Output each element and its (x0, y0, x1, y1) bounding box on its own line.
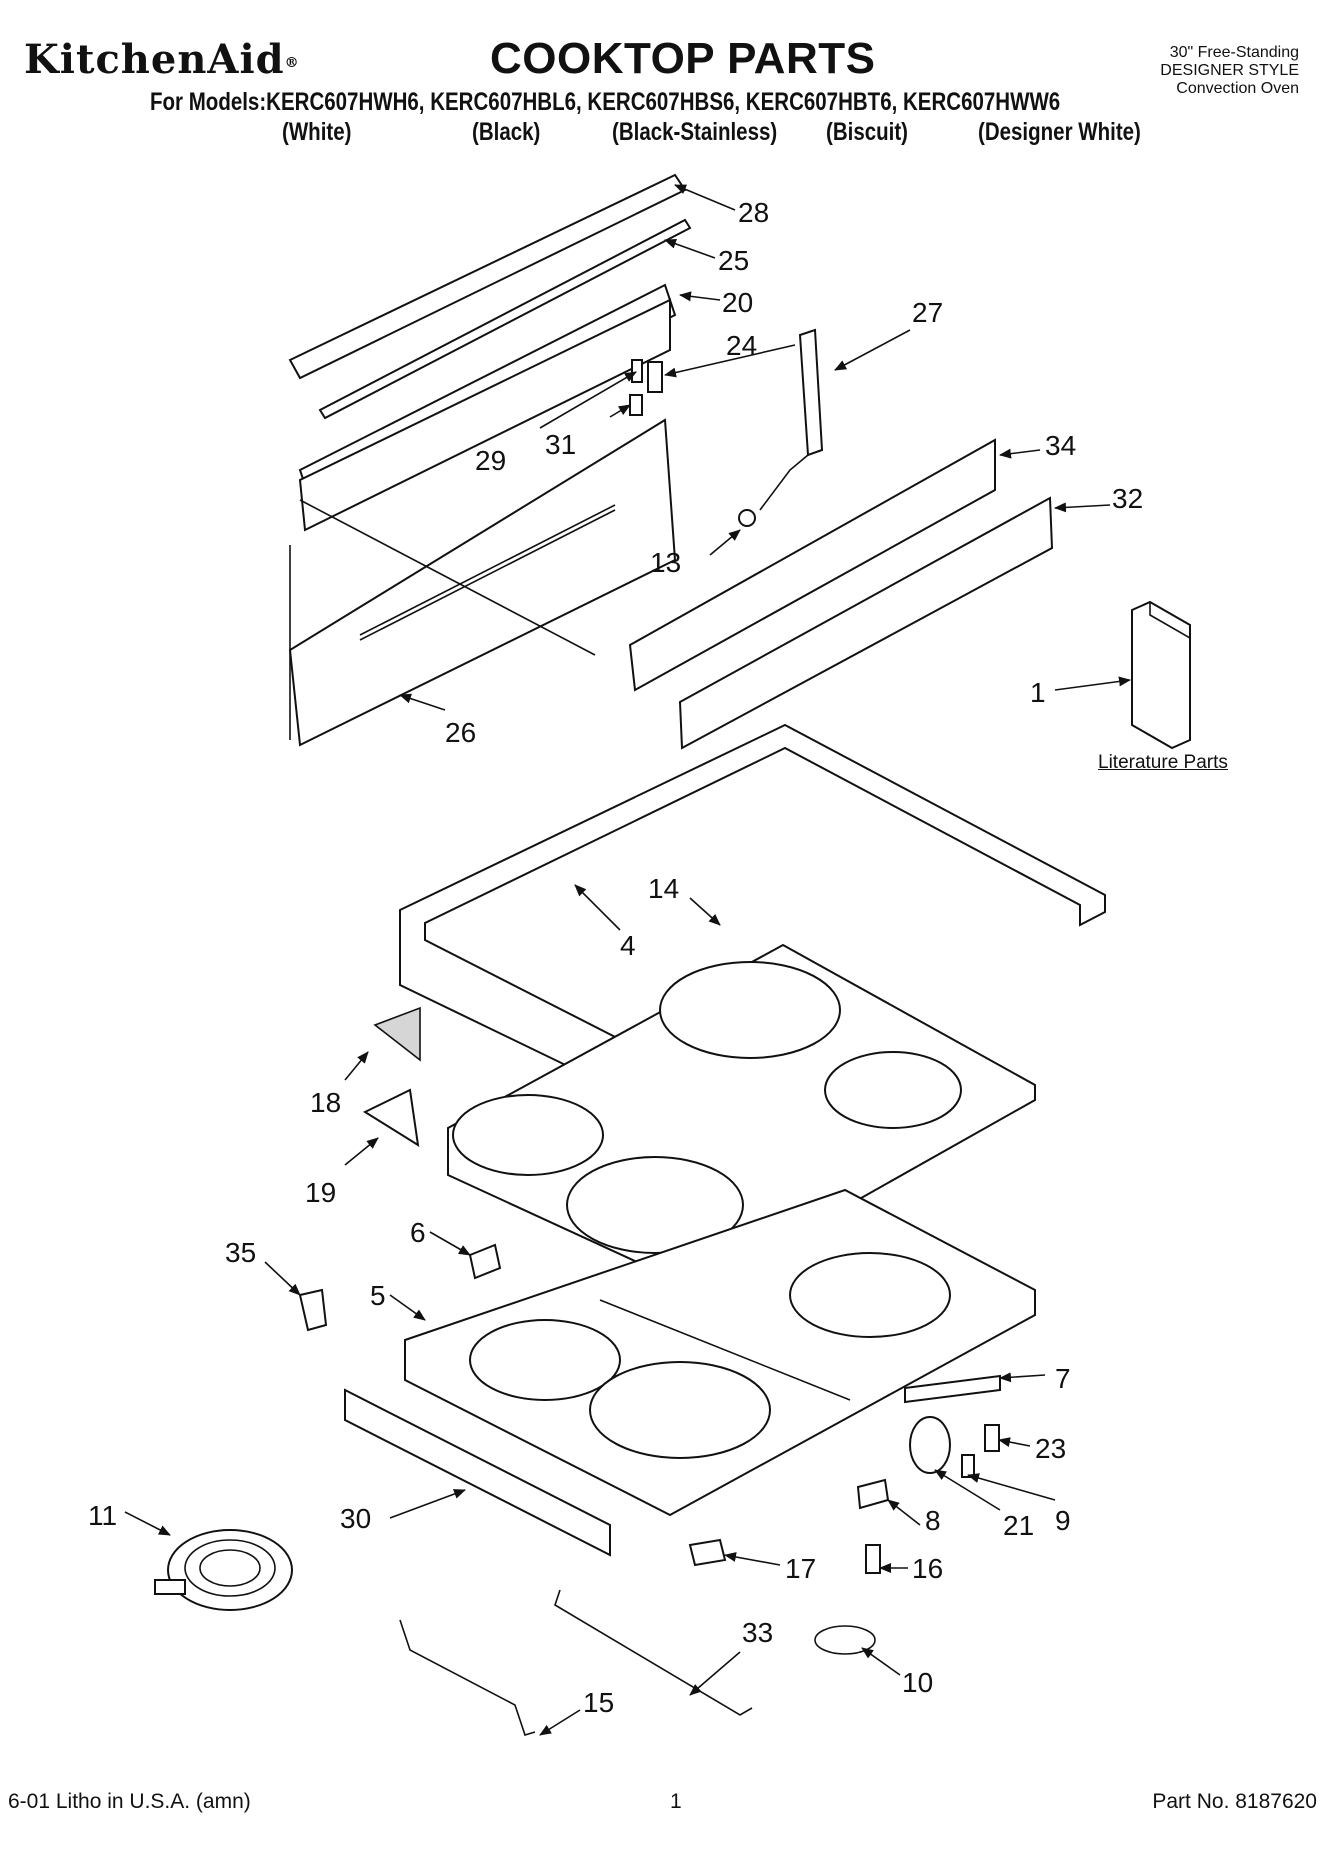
part-number: Part No. 8187620 (1152, 1790, 1317, 1813)
color-black-stainless: (Black-Stainless) (612, 118, 778, 146)
color-white: (White) (282, 118, 352, 146)
callout-34: 34 (1045, 430, 1076, 461)
callout-11: 11 (88, 1500, 117, 1531)
part-19-gasket (362, 1088, 420, 1147)
callout-5: 5 (370, 1280, 386, 1311)
callout-32: 32 (1112, 483, 1143, 514)
part-24-clip (647, 361, 663, 393)
callout-30: 30 (340, 1503, 371, 1534)
part-34-strip (628, 438, 996, 692)
part-6-clip (468, 1243, 502, 1280)
callout-20: 20 (722, 287, 753, 318)
part-13-screw (738, 509, 756, 527)
callout-21: 21 (1003, 1510, 1034, 1541)
part-8-bracket (856, 1478, 890, 1510)
callout-8: 8 (925, 1505, 941, 1536)
part-7-strip (904, 1374, 1001, 1404)
part-11-element (154, 1529, 293, 1611)
part-26-panel (288, 298, 677, 747)
callout-14: 14 (648, 873, 679, 904)
callout-33: 33 (742, 1617, 773, 1648)
callout-4: 4 (620, 930, 636, 961)
part-18-badge (373, 1006, 421, 1062)
page-number: 1 (670, 1790, 682, 1813)
leader-lines (124, 184, 1131, 1736)
color-black: (Black) (472, 118, 541, 146)
callout-18: 18 (310, 1087, 341, 1118)
part-32-strip (678, 496, 1054, 750)
callout-26: 26 (445, 717, 476, 748)
callout-35: 35 (225, 1237, 256, 1268)
color-designer-white: (Designer White) (978, 118, 1141, 146)
part-5-burner-box (404, 1188, 1036, 1517)
color-biscuit: (Biscuit) (826, 118, 908, 146)
footer-litho: 6-01 Litho in U.S.A. (amn) (8, 1790, 251, 1813)
brand-logo: KitchenAid® (24, 36, 300, 83)
callout-31: 31 (545, 429, 576, 460)
part-33-wire (554, 1589, 753, 1716)
callout-24: 24 (726, 330, 757, 361)
callout-19: 19 (305, 1177, 336, 1208)
part-35-clip (298, 1288, 328, 1332)
callout-9: 9 (1055, 1505, 1071, 1536)
callout-25: 25 (718, 245, 749, 276)
brand-registered-mark: ® (284, 55, 300, 71)
callout-29: 29 (475, 445, 506, 476)
brand-name: KitchenAid (24, 36, 285, 83)
part-10-wiring (814, 1625, 876, 1655)
callout-15: 15 (583, 1687, 614, 1718)
callout-7: 7 (1055, 1363, 1071, 1394)
part-27-bracket (759, 328, 824, 511)
callout-13: 13 (650, 547, 681, 578)
callout-23: 23 (1035, 1433, 1066, 1464)
part-15-wire (399, 1619, 536, 1736)
part-30-front-trim (344, 1388, 611, 1557)
callout-numbers: 28 25 20 24 27 34 32 1 31 29 13 26 4 14 … (88, 197, 1143, 1718)
callout-6: 6 (410, 1217, 426, 1248)
part-25-rod (318, 218, 692, 420)
callout-10: 10 (902, 1667, 933, 1698)
page-title: COOKTOP PARTS (490, 34, 876, 83)
side-info-line-3: Convection Oven (1176, 80, 1299, 97)
part-29-spring (631, 359, 643, 383)
part-17-clip (688, 1538, 727, 1567)
side-info-line-2: DESIGNER STYLE (1160, 62, 1299, 79)
callout-27: 27 (912, 297, 943, 328)
callout-17: 17 (785, 1553, 816, 1584)
part-14-glass-top (447, 943, 1036, 1292)
part-21-screw (961, 1454, 975, 1478)
part-1-literature (1131, 600, 1191, 750)
part-9-switch (909, 1416, 951, 1474)
part-23-screw (984, 1424, 1000, 1452)
callout-28: 28 (738, 197, 769, 228)
callout-1: 1 (1030, 677, 1046, 708)
models-line: For Models:KERC607HWH6, KERC607HBL6, KER… (150, 88, 1061, 116)
side-info-line-1: 30" Free-Standing (1169, 44, 1299, 61)
part-31-pin (629, 394, 643, 416)
part-16-screw (865, 1544, 881, 1574)
callout-16: 16 (912, 1553, 943, 1584)
literature-parts-label: Literature Parts (1098, 752, 1228, 773)
